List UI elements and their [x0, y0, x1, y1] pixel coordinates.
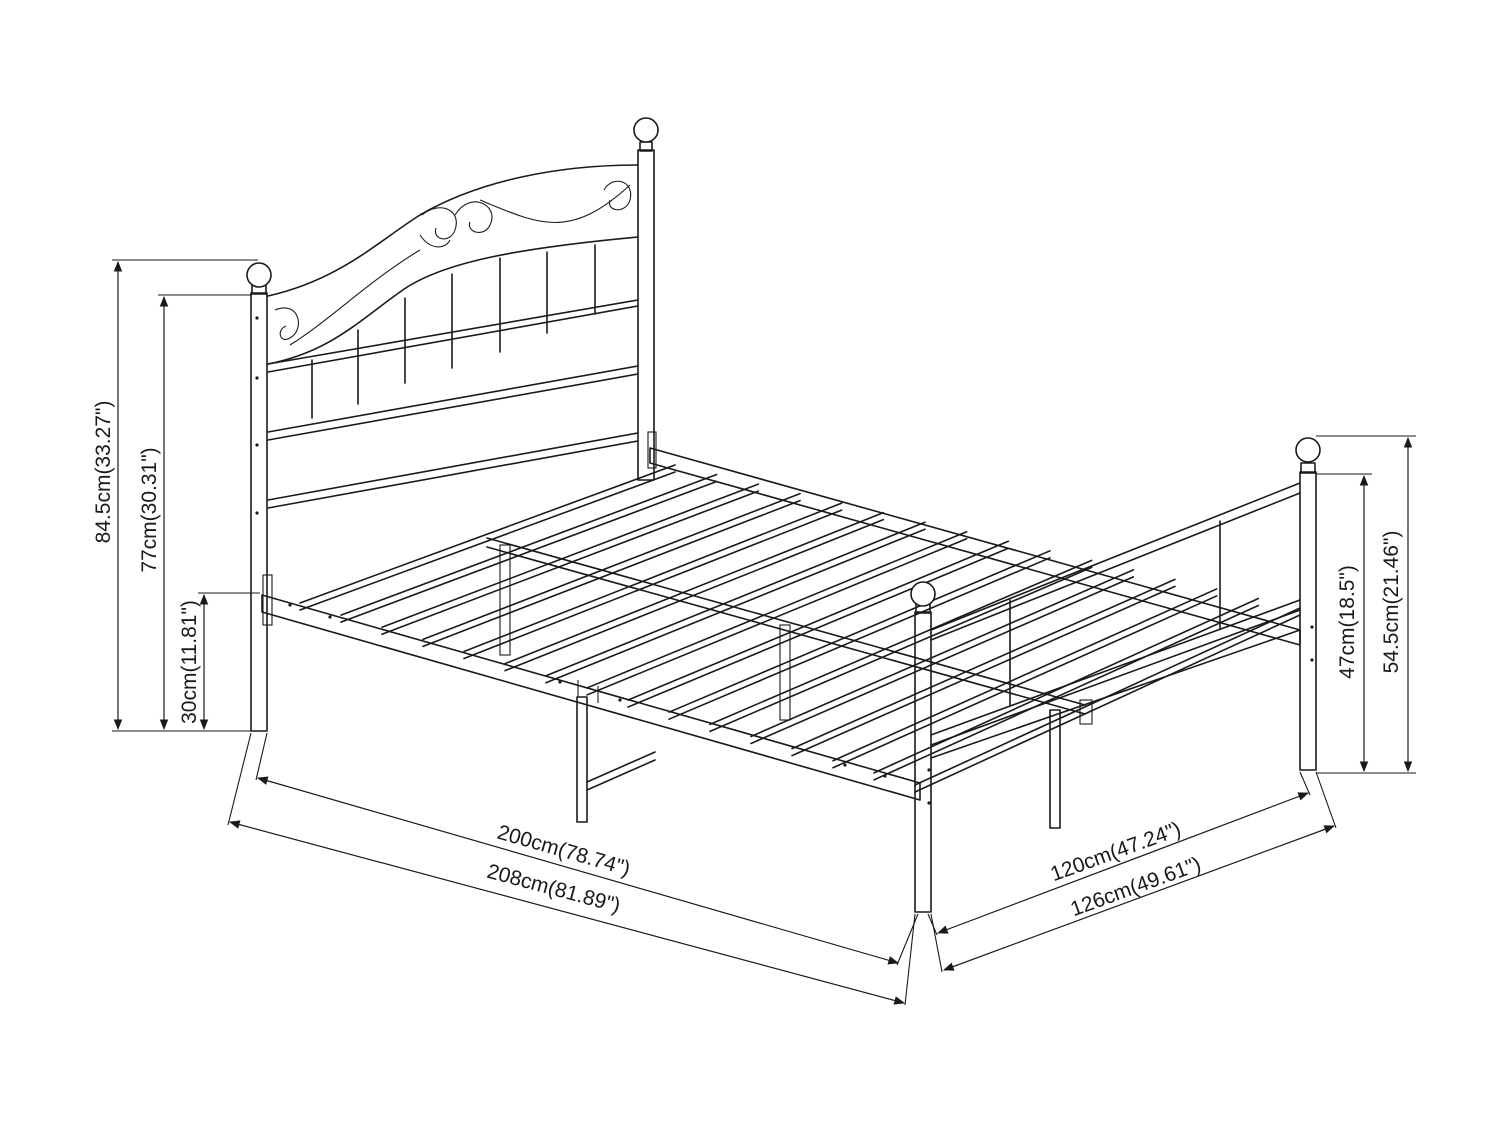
headboard-height-label: 77cm(30.31")	[138, 447, 161, 572]
slats	[299, 464, 1301, 793]
inner-length-dimension-line	[256, 776, 900, 965]
slat	[750, 569, 1135, 738]
slat	[668, 549, 1051, 714]
headboard-panel	[267, 164, 639, 509]
footboard-right-knob	[1295, 437, 1321, 463]
slat	[340, 473, 718, 616]
dimension-annotations: 84.5cm(33.27") 77cm(30.31") 30cm(11.81")…	[92, 259, 1416, 1006]
slat	[873, 604, 1260, 781]
footboard-right-post	[1299, 471, 1317, 771]
footboard-left-post	[914, 611, 932, 913]
slat	[627, 547, 1010, 708]
footboard-total-height-label: 54.5cm(21.46")	[1380, 531, 1403, 674]
slat	[832, 588, 1218, 762]
right-post-knob	[633, 117, 659, 143]
slat	[709, 559, 1093, 726]
bed-frame-drawing	[246, 117, 1321, 913]
slat	[914, 614, 1301, 793]
headboard-left-post	[246, 262, 273, 732]
frame-height-label: 30cm(11.81")	[178, 600, 201, 724]
footboard-height-label: 47cm(18.5")	[1336, 565, 1359, 679]
slat	[422, 492, 801, 641]
outer-length-dimension-line	[228, 820, 906, 1005]
slat	[340, 480, 718, 623]
total-height-label: 84.5cm(33.27")	[92, 401, 115, 544]
slat	[504, 511, 885, 665]
left-post-knob	[246, 262, 272, 288]
slat	[832, 595, 1218, 769]
slat	[709, 566, 1093, 733]
slat	[586, 537, 968, 696]
slat	[586, 530, 968, 689]
footboard-left-knob	[910, 581, 936, 607]
slat	[545, 521, 926, 677]
slat	[791, 578, 1176, 750]
footboard	[910, 437, 1321, 913]
slat	[299, 464, 676, 604]
slat	[750, 576, 1135, 745]
slat	[299, 471, 676, 611]
slat	[381, 490, 760, 636]
headboard-right-post	[633, 117, 659, 481]
slat	[791, 585, 1176, 757]
center-support-rail	[486, 537, 1086, 715]
slat	[668, 556, 1051, 721]
slat	[545, 528, 926, 684]
slat	[627, 540, 1010, 701]
slat	[381, 483, 760, 629]
slat	[463, 502, 843, 653]
outer-width-dimension-line	[942, 825, 1336, 971]
inner-width-dimension-line	[936, 792, 1310, 934]
